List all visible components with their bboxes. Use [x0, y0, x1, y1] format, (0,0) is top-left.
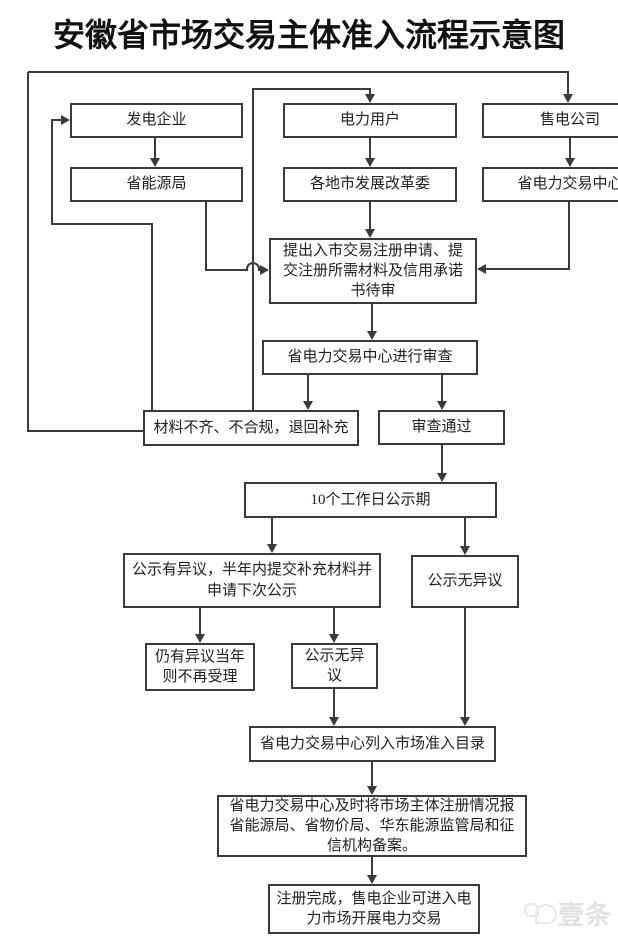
arrowhead-center-apply — [477, 264, 486, 274]
connector-return-retail-h1 — [28, 430, 144, 432]
node-electricity-retail-company: 售电公司 — [482, 103, 618, 138]
connector-user-devreform — [369, 138, 371, 159]
node-power-generation-enterprise: 发电企业 — [70, 103, 243, 138]
arrowhead-return-user — [365, 94, 375, 103]
arrowhead-pass-publicity — [437, 473, 447, 482]
connector-return-gen-v1 — [151, 224, 153, 410]
page-title: 安徽省市场交易主体准入流程示意图 — [52, 17, 565, 53]
connector-center-apply-v — [568, 202, 570, 270]
node-power-user: 电力用户 — [283, 103, 457, 138]
connector-devreform-apply — [369, 202, 371, 230]
connector-noobjr-catalog — [464, 608, 466, 718]
node-provincial-power-trading-center: 省电力交易中心 — [482, 167, 618, 202]
connector-filing-complete — [371, 857, 373, 876]
node-provincial-energy-bureau: 省能源局 — [70, 167, 243, 202]
node-still-objection-rejected: 仍有异议当年则不再受理 — [145, 643, 255, 691]
connector-center-apply-h — [486, 268, 570, 270]
arrowhead-filing-complete — [367, 875, 377, 884]
connector-review-incomplete — [307, 375, 309, 402]
watermark-text: 壹条 — [557, 901, 612, 930]
connector-apply-review — [371, 304, 373, 332]
connector-return-gen-v2 — [51, 120, 53, 225]
node-municipal-development-reform-commission: 各地市发展改革委 — [283, 167, 457, 202]
connector-publicity-noobjr — [464, 518, 466, 547]
connector-noobjm-catalog — [333, 689, 335, 718]
node-review-passed: 审查通过 — [378, 410, 505, 445]
arrowhead-gen-energy — [150, 158, 160, 167]
connector-return-user-v — [252, 89, 254, 410]
node-registration-application: 提出入市交易注册申请、提交注册所需材料及信用承诺书待审 — [269, 238, 477, 304]
arrowhead-review-incomplete — [303, 401, 313, 410]
node-no-objection-right: 公示无异议 — [411, 555, 519, 608]
arrowhead-objection-noobjm — [329, 634, 339, 643]
arrowhead-retail-center — [565, 158, 575, 167]
connector-return-retail-v2 — [567, 73, 569, 95]
arrowhead-return-gen — [61, 115, 70, 125]
watermark: 壹条 — [523, 895, 612, 932]
arrowhead-review-pass — [437, 401, 447, 410]
connector-return-retail-v1 — [27, 72, 29, 432]
node-registration-complete: 注册完成，售电企业可进入电力市场开展电力交易 — [268, 884, 480, 934]
connector-publicity-objection — [271, 518, 273, 545]
connector-return-user-h — [252, 88, 371, 90]
connector-return-gen-h1 — [51, 223, 153, 225]
node-market-admission-catalog: 省电力交易中心列入市场准入目录 — [249, 726, 496, 762]
arrowhead-catalog-filing — [367, 786, 377, 795]
connector-pass-publicity — [441, 445, 443, 474]
node-public-notice-period: 10个工作日公示期 — [244, 482, 497, 518]
arrowhead-noobjr-catalog — [460, 717, 470, 726]
chat-bubble-icon — [534, 903, 557, 924]
node-trading-center-review: 省电力交易中心进行审查 — [262, 340, 478, 375]
arrowhead-noobjm-catalog — [329, 717, 339, 726]
arrowhead-objection-still — [195, 634, 205, 643]
arrowhead-publicity-objection — [267, 544, 277, 553]
connector-return-gen-h2 — [51, 119, 62, 121]
arrowhead-apply-review — [367, 331, 377, 340]
arrowhead-devreform-apply — [365, 229, 375, 238]
arrowhead-return-retail — [563, 94, 573, 103]
connector-retail-center — [569, 138, 571, 159]
node-registration-filing-report: 省电力交易中心及时将市场主体注册情况报省能源局、省物价局、华东能源监管局和征信机… — [217, 795, 527, 857]
connector-catalog-filing — [371, 762, 373, 787]
arrowhead-energy-apply — [260, 265, 269, 275]
node-materials-incomplete-return: 材料不齐、不合规，退回补充 — [143, 410, 359, 446]
connector-energy-apply-v — [205, 202, 207, 271]
connector-return-user-v2 — [369, 90, 371, 95]
connector-objection-noobjm — [333, 608, 335, 635]
connector-gen-energy — [154, 138, 156, 159]
node-objection-resubmit: 公示有异议，半年内提交补充材料并申请下次公示 — [123, 553, 381, 608]
connector-energy-apply-h — [206, 269, 246, 271]
arrowhead-user-devreform — [365, 158, 375, 167]
connector-review-pass — [441, 375, 443, 402]
arrowhead-publicity-noobjr — [460, 546, 470, 555]
connector-return-retail-h2 — [28, 71, 569, 73]
connector-objection-still — [199, 608, 201, 635]
node-no-objection-middle: 公示无异议 — [291, 643, 378, 689]
